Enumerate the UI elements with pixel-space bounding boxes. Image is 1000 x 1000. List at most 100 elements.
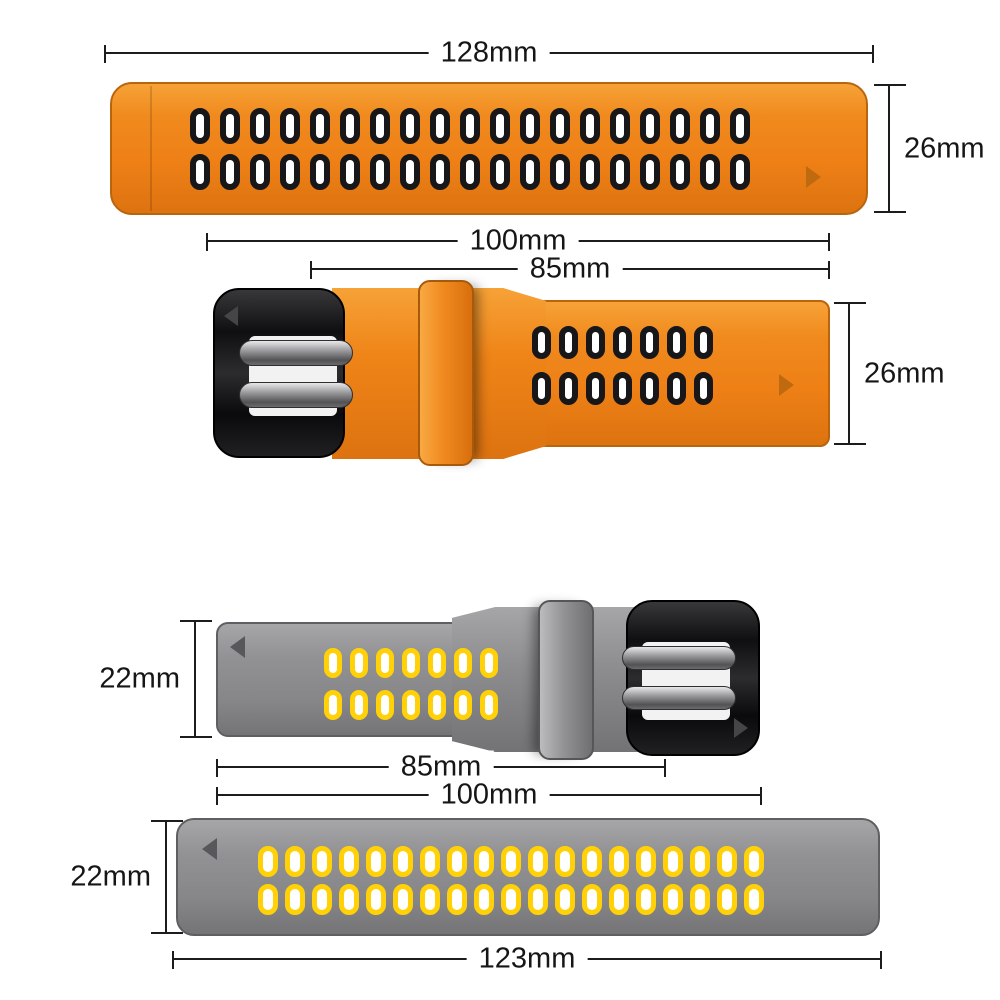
dim-label-22mm: 22mm: [70, 860, 151, 894]
dim-tick: [216, 787, 218, 805]
strap-hole: [258, 846, 278, 877]
dimension-height-band4: 22mm: [70, 820, 183, 934]
dim-label-26mm: 26mm: [864, 357, 945, 390]
strap-hole: [339, 846, 359, 877]
strap-direction-triangle-icon: [779, 374, 794, 396]
strap-hole: [258, 884, 278, 915]
strap-end-seam: [150, 86, 152, 211]
strap-direction-triangle-icon: [230, 636, 245, 658]
strap-hole: [366, 846, 386, 877]
strap-hole: [586, 326, 605, 359]
strap-hole: [490, 108, 510, 144]
dim-tick: [151, 820, 183, 822]
hole-row: [532, 372, 713, 405]
strap-hole: [690, 884, 710, 915]
strap-hole: [430, 108, 450, 144]
strap-hole: [350, 648, 368, 678]
dim-tick: [828, 233, 830, 251]
strap-hole: [609, 846, 629, 877]
strap-hole: [490, 154, 510, 190]
strap-hole: [555, 846, 575, 877]
dimension-height-band3: 22mm: [99, 620, 212, 738]
buckle: [622, 600, 760, 756]
strap-hole: [480, 648, 498, 678]
strap-hole: [744, 846, 764, 877]
strap-hole: [340, 108, 360, 144]
hole-row: [190, 154, 750, 190]
hole-row: [532, 326, 713, 359]
strap-hole: [501, 884, 521, 915]
strap-hole: [420, 884, 440, 915]
hole-row: [324, 690, 498, 720]
dim-tick: [664, 759, 666, 777]
strap-hole: [420, 846, 440, 877]
strap-hole: [700, 108, 720, 144]
dim-tick: [206, 233, 208, 251]
strap-hole: [717, 846, 737, 877]
strap-hole: [393, 846, 413, 877]
dim-tick: [151, 932, 183, 934]
strap-hole: [670, 154, 690, 190]
dim-label-128mm: 128mm: [428, 36, 550, 70]
dim-tick: [834, 302, 866, 304]
strap-hole: [636, 846, 656, 877]
strap-hole: [613, 372, 632, 405]
strap-hole: [667, 372, 686, 405]
strap-hole: [580, 154, 600, 190]
strap-hole: [428, 648, 446, 678]
strap-hole: [350, 690, 368, 720]
strap-hole: [324, 690, 342, 720]
strap-hole: [555, 884, 575, 915]
strap-hole: [582, 884, 602, 915]
strap-hole: [613, 326, 632, 359]
dim-label-100mm: 100mm: [428, 778, 550, 812]
strap-hole: [400, 108, 420, 144]
buckle-prong-bar: [622, 646, 736, 670]
strap-hole: [670, 108, 690, 144]
strap-hole: [402, 648, 420, 678]
dim-tick: [310, 261, 312, 279]
dim-tick: [104, 45, 106, 63]
strap-hole: [285, 846, 305, 877]
dimension-height-band2: 26mm: [834, 302, 945, 445]
dim-tick: [834, 443, 866, 445]
dim-tick: [874, 211, 906, 213]
dimension-inner-width-band3: 85mm: [216, 750, 666, 784]
strap-hole: [312, 884, 332, 915]
strap-hole: [428, 690, 446, 720]
strap-hole: [730, 154, 750, 190]
strap-hole: [717, 884, 737, 915]
strap-hole: [694, 326, 713, 359]
dimension-outer-width-band2: 100mm: [206, 224, 830, 258]
strap-hole: [580, 108, 600, 144]
strap-keeper-loop: [538, 600, 594, 760]
strap-hole: [400, 154, 420, 190]
strap-hole: [280, 154, 300, 190]
strap-hole: [312, 846, 332, 877]
buckle-prong-bar: [622, 686, 736, 710]
strap-hole: [460, 154, 480, 190]
strap-hole: [501, 846, 521, 877]
strap-keeper-loop: [418, 280, 474, 466]
strap-hole: [744, 884, 764, 915]
strap-hole: [447, 884, 467, 915]
strap-hole: [280, 108, 300, 144]
strap-hole: [610, 154, 630, 190]
dimension-width-band4: 123mm: [172, 942, 882, 976]
strap-hole: [559, 372, 578, 405]
strap-hole: [667, 326, 686, 359]
strap-hole: [220, 154, 240, 190]
strap-hole: [694, 372, 713, 405]
strap-hole: [454, 690, 472, 720]
dim-tick: [760, 787, 762, 805]
strap-hole: [480, 690, 498, 720]
dimension-outer-width-band3: 100mm: [216, 778, 762, 812]
strap-hole: [528, 884, 548, 915]
strap-hole: [250, 108, 270, 144]
strap-hole: [220, 108, 240, 144]
strap-hole: [430, 154, 450, 190]
strap-hole: [582, 846, 602, 877]
buckle-prong-bar: [239, 340, 353, 366]
strap-hole: [402, 690, 420, 720]
